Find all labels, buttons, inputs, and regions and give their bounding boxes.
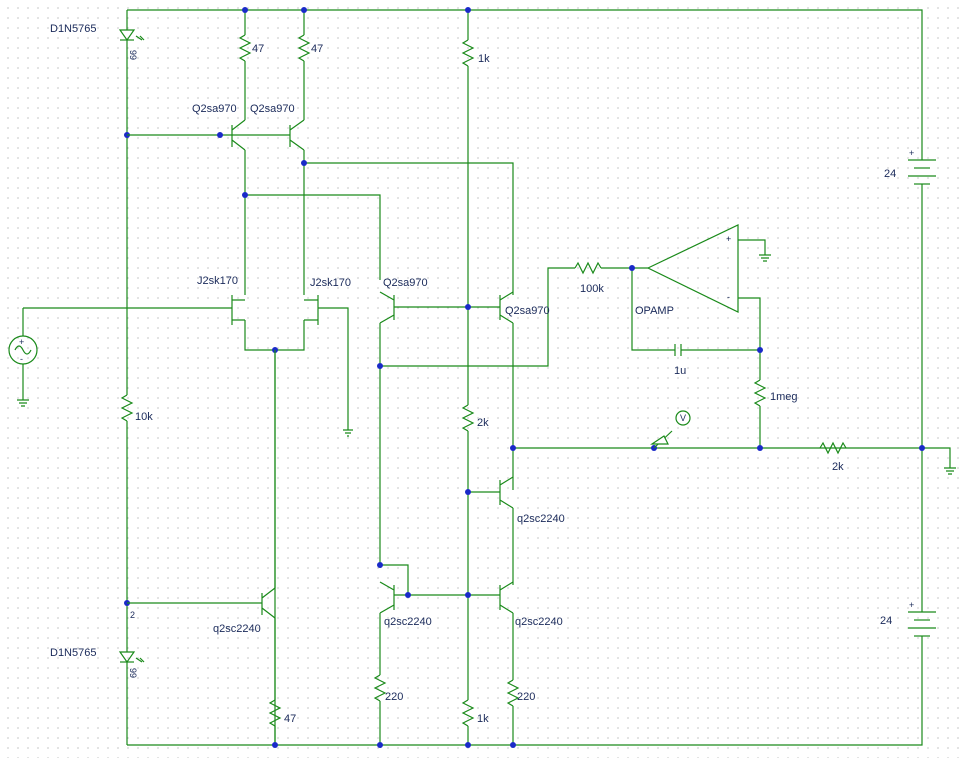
left-bias-chain [118, 10, 145, 745]
label-node2: 2 [130, 610, 135, 620]
label-probe: V [680, 413, 686, 423]
component-labels: D1N5765 99 D1N5765 99 2 47 47 Q2sa970 Q2… [19, 23, 914, 725]
diode-top [118, 29, 145, 42]
label-q-npn-left: q2sc2240 [213, 623, 261, 635]
label-r220b: 220 [517, 691, 535, 703]
label-r1k-top: 1k [478, 53, 490, 65]
label-q-pnp-b: Q2sa970 [250, 103, 295, 115]
top-pnp-pair [127, 7, 514, 295]
label-d-top-tag: 99 [128, 50, 138, 60]
battery-top [908, 159, 936, 190]
label-cap: 1u [674, 365, 686, 377]
label-d-bot: D1N5765 [50, 647, 96, 659]
supply-rails [127, 9, 923, 746]
label-q-pnp-right: Q2sa970 [505, 305, 550, 317]
mid-pnp-stage [377, 7, 575, 748]
label-vbat-bot: 24 [880, 615, 892, 627]
label-src-plus: + [19, 337, 24, 347]
output-stage [373, 445, 922, 748]
diode-bottom [118, 651, 145, 664]
label-r10k: 10k [135, 411, 153, 423]
label-r100k: 100k [580, 283, 604, 295]
load [819, 441, 956, 475]
opamp-feedback [574, 224, 771, 451]
jfet-pair [23, 295, 353, 745]
label-opamp: OPAMP [635, 305, 674, 317]
label-opamp-plus: + [726, 234, 731, 244]
label-r2k-load: 2k [832, 461, 844, 473]
label-q-mirror-l: q2sc2240 [384, 616, 432, 628]
label-r1meg: 1meg [770, 391, 798, 403]
label-r47c: 47 [284, 713, 296, 725]
label-q-pnp-mid: Q2sa970 [383, 277, 428, 289]
label-bat-plus-top: + [909, 148, 914, 158]
label-src-minus: - [20, 354, 23, 364]
label-opamp-minus: - [727, 292, 730, 302]
label-r47a: 47 [252, 43, 264, 55]
label-q-npn-mid: q2sc2240 [517, 513, 565, 525]
label-r1k-bot: 1k [477, 713, 489, 725]
label-vbat-top: 24 [884, 168, 896, 180]
label-q-mirror-r: q2sc2240 [515, 616, 563, 628]
label-r47b: 47 [311, 43, 323, 55]
battery-bottom [908, 611, 936, 642]
label-q-pnp-a: Q2sa970 [192, 103, 237, 115]
label-r2k-mid: 2k [477, 417, 489, 429]
label-r220a: 220 [385, 691, 403, 703]
label-d-bot-tag: 99 [128, 668, 138, 678]
label-bat-plus-bot: + [909, 600, 914, 610]
label-j-b: J2sk170 [310, 277, 351, 289]
ac-source [8, 308, 38, 407]
voltage-probe[interactable] [650, 410, 691, 449]
label-j-a: J2sk170 [197, 275, 238, 287]
left-npn [127, 350, 282, 748]
label-d-top: D1N5765 [50, 23, 96, 35]
